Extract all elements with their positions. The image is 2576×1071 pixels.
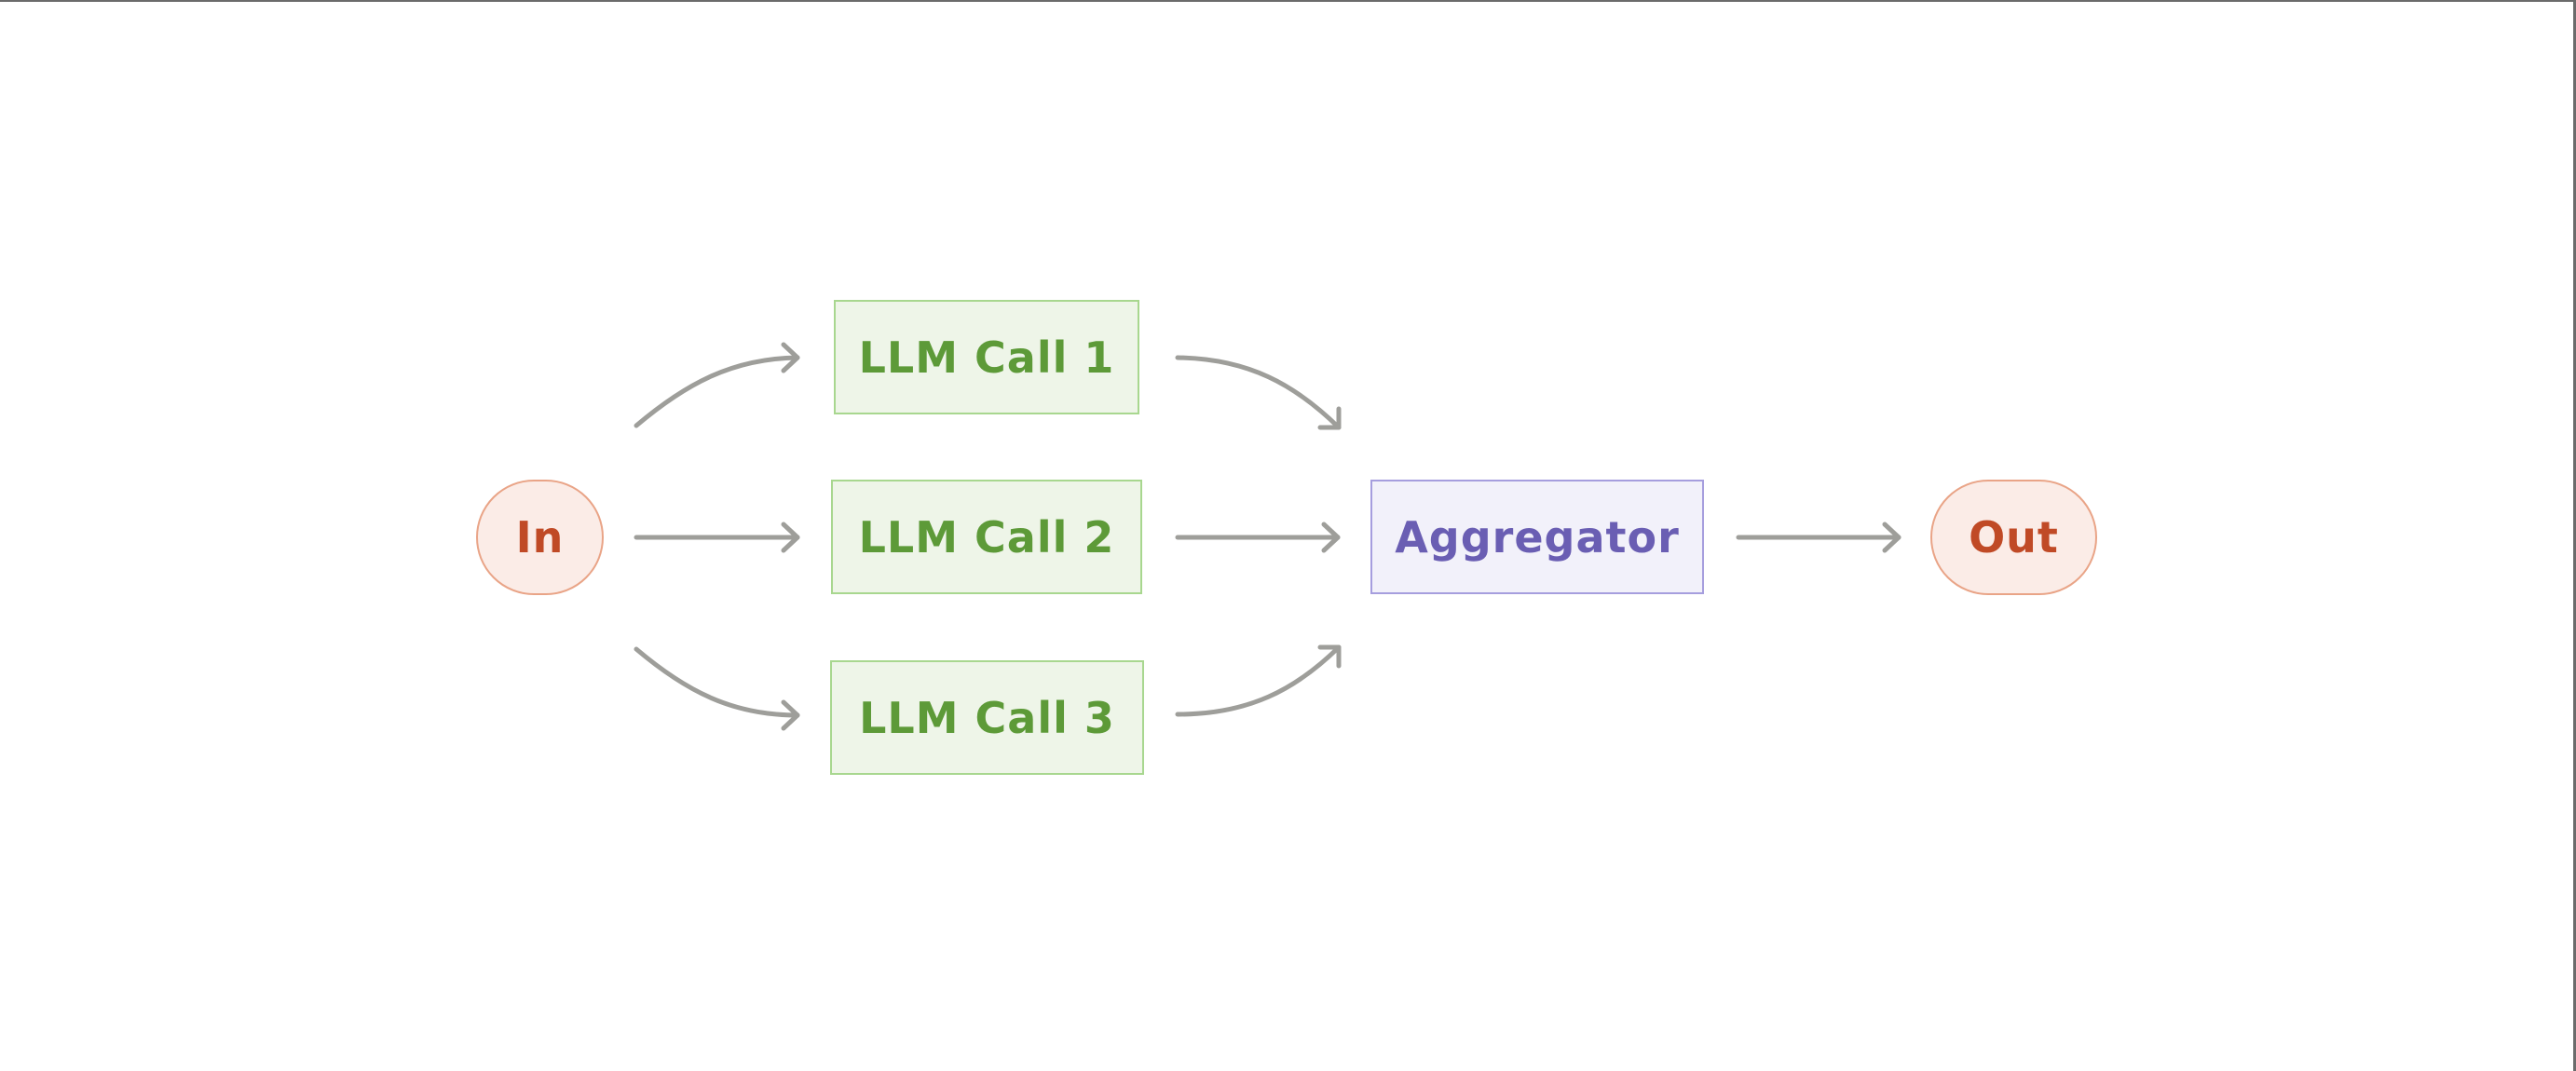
arrowhead-in-to-llm-call-1 — [781, 342, 800, 373]
arrow-llm-call-3-to-aggregator — [1175, 644, 1342, 717]
output-node-label: Out — [1969, 512, 2059, 563]
output-node: Out — [1930, 480, 2097, 595]
arrowhead-llm-call-1-to-aggregator — [1317, 406, 1342, 430]
arrow-in-to-llm-call-1 — [634, 355, 800, 428]
arrowhead-in-to-llm-call-3 — [781, 699, 800, 731]
llm-call-3-node: LLM Call 3 — [830, 660, 1144, 775]
arrowhead-llm-call-3-to-aggregator — [1317, 644, 1342, 669]
arrowhead-llm-call-2-to-aggregator — [1321, 522, 1341, 553]
window-right-border — [2573, 0, 2576, 1071]
llm-call-1-label: LLM Call 1 — [858, 332, 1115, 383]
llm-call-2-label: LLM Call 2 — [858, 511, 1115, 563]
input-node-label: In — [515, 512, 565, 563]
arrowhead-aggregator-to-out — [1882, 522, 1901, 553]
window-top-border — [0, 0, 2576, 2]
arrow-in-to-llm-call-3 — [634, 646, 800, 718]
aggregator-node: Aggregator — [1370, 480, 1704, 594]
aggregator-label: Aggregator — [1395, 511, 1680, 563]
input-node: In — [476, 480, 604, 595]
arrowhead-in-to-llm-call-2 — [781, 522, 800, 553]
llm-call-2-node: LLM Call 2 — [831, 480, 1142, 594]
llm-call-3-label: LLM Call 3 — [859, 692, 1115, 743]
arrow-llm-call-1-to-aggregator — [1175, 355, 1342, 430]
llm-call-1-node: LLM Call 1 — [834, 300, 1139, 414]
